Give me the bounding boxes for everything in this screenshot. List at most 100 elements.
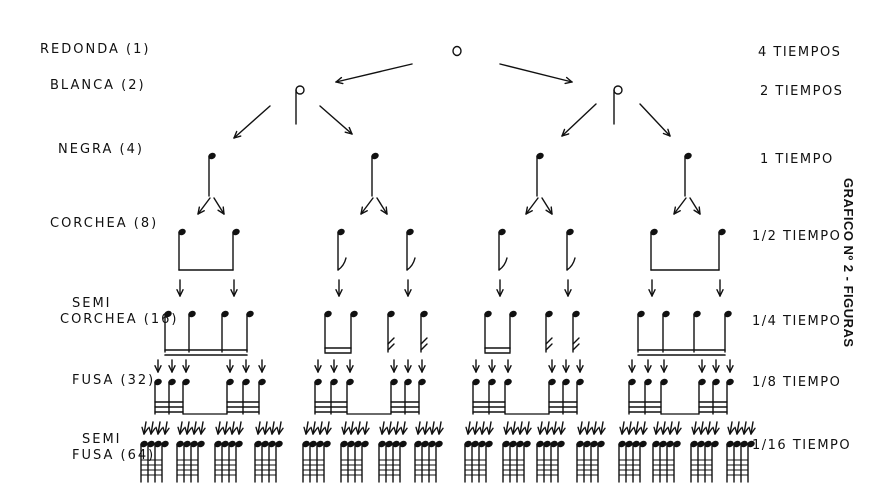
label-semifusa-line2: FUSA (64) [72,448,156,463]
arrow [640,421,648,435]
arrow [577,421,585,435]
eighth-flag [566,257,576,271]
arrow [393,421,401,435]
arrow [303,421,311,435]
label-semifusa-line1: SEMI [82,432,122,447]
arrow [317,421,325,435]
arrow [390,359,398,373]
arrow [748,421,756,435]
arrow [348,421,356,435]
arrow [472,359,480,373]
eighth-flag [337,257,347,271]
arrow [162,421,170,435]
arrow [335,279,343,297]
arrow [276,421,284,435]
arrow [488,359,496,373]
arrow [712,359,720,373]
arrow [716,279,724,297]
arrow [177,421,185,435]
arrow [236,421,244,435]
arrow [360,197,374,215]
arrow [561,103,597,137]
arrow [376,197,388,215]
arrow [644,359,652,373]
arrow [660,359,668,373]
arrow [479,421,487,435]
arrow [269,421,277,435]
arrow [591,421,599,435]
arrow [319,105,353,135]
arrow [564,279,572,297]
arrow [341,421,349,435]
arrow [504,359,512,373]
half-note-head [295,85,305,95]
arrow [524,421,532,435]
arrow [415,421,423,435]
half-note-head [613,85,623,95]
arrow [215,421,223,435]
arrow [386,421,394,435]
label-semicorchea-line1: SEMI [72,296,112,311]
arrow [619,421,627,435]
label-blanca: BLANCA (2) [50,78,146,93]
sixteenth-flag [387,337,395,345]
arrow [310,421,318,435]
arrow [633,421,641,435]
arrow [727,421,735,435]
arrow [255,421,263,435]
arrow [628,359,636,373]
arrow [499,63,573,85]
arrow [648,279,656,297]
arrow [674,421,682,435]
eighth-flag [406,257,416,271]
beats-negra: 1 TIEMPO [760,152,834,167]
arrow [335,63,413,85]
arrow [222,421,230,435]
arrow [422,421,430,435]
arrow [436,421,444,435]
arrow [262,421,270,435]
arrow [691,421,699,435]
arrow [324,421,332,435]
arrow [379,421,387,435]
arrow [465,421,473,435]
arrow [726,359,734,373]
arrow [154,359,162,373]
arrow [141,421,149,435]
arrow [229,421,237,435]
arrow [184,421,192,435]
arrow [242,359,250,373]
arrow [660,421,668,435]
arrow [197,197,211,215]
arrow [517,421,525,435]
sixteenth-flag [420,337,428,345]
arrow [429,421,437,435]
arrow [176,279,184,297]
arrow [584,421,592,435]
arrow [233,105,271,139]
arrow [230,279,238,297]
arrow [525,197,539,215]
arrow [705,421,713,435]
arrow [673,197,687,215]
arrow [191,421,199,435]
sixteenth-flag [420,343,428,351]
arrow [698,421,706,435]
arrow [734,421,742,435]
arrow [626,421,634,435]
beats-semicorchea: 1/4 TIEMPO [752,314,842,329]
arrow [548,359,556,373]
beats-corchea: 1/2 TIEMPO [752,229,842,244]
arrow [155,421,163,435]
arrow [148,421,156,435]
arrow [486,421,494,435]
beats-redonda: 4 TIEMPOS [758,45,842,60]
arrow [541,197,553,215]
arrow [741,421,749,435]
sixteenth-flag [387,343,395,351]
arrow [653,421,661,435]
label-semicorchea-line2: CORCHEA (16) [60,312,179,327]
arrow [362,421,370,435]
arrow [576,359,584,373]
